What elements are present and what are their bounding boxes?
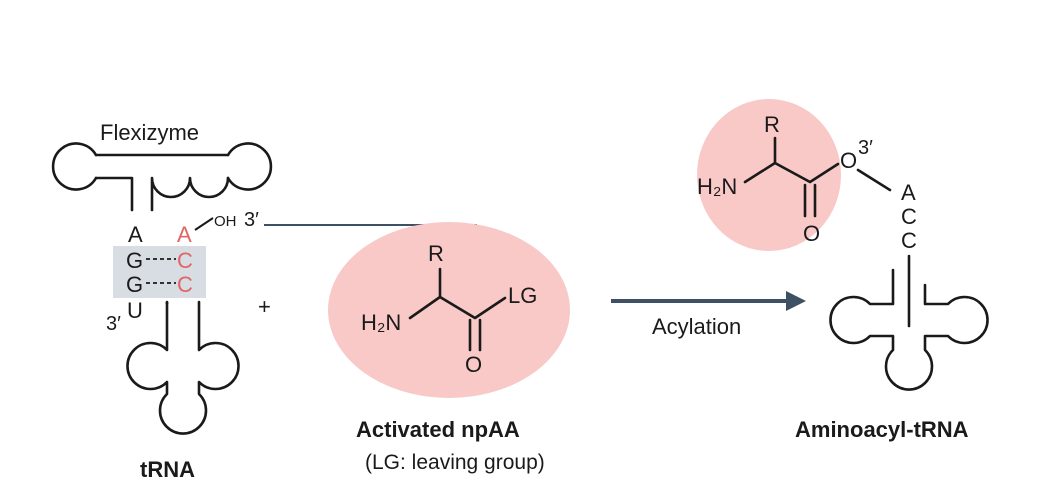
product-r-group: R bbox=[764, 112, 780, 137]
three-prime-bottom-label: 3′ bbox=[106, 313, 121, 335]
reaction-label: Acylation bbox=[652, 314, 741, 339]
hydroxyl-bond bbox=[194, 217, 214, 231]
trna-left: A G G U A C C OH 3′ 3′ tRNA bbox=[106, 209, 259, 482]
product-ester-to-a-bond bbox=[856, 168, 892, 192]
npaa-highlight-oval bbox=[328, 222, 570, 398]
npaa-r-group: R bbox=[428, 241, 444, 266]
flexizyme-structure: Flexizyme bbox=[51, 120, 273, 212]
npaa-leaving-group: LG bbox=[508, 283, 537, 308]
product-base-a: A bbox=[901, 180, 916, 205]
npaa-carbonyl-oxygen: O bbox=[465, 352, 482, 377]
flexizyme-label: Flexizyme bbox=[100, 120, 199, 145]
base-pair-box bbox=[113, 246, 206, 298]
three-prime-top-label: 3′ bbox=[244, 209, 259, 231]
trna-base-g1: G bbox=[126, 248, 143, 273]
flexizyme-loop-right bbox=[226, 142, 273, 191]
trna-base-a-right: A bbox=[177, 222, 192, 247]
trna-base-g2: G bbox=[126, 272, 143, 297]
trna-base-a-left: A bbox=[128, 222, 143, 247]
npaa-amine: H₂N bbox=[361, 310, 401, 335]
trna-base-c2: C bbox=[177, 272, 193, 297]
flexizyme-bottom-loops bbox=[150, 176, 230, 212]
aminoacyl-trna: R H₂N O 3′ O A C C Aminoacyl-tRNA bbox=[697, 99, 989, 442]
product-ester-oxygen: O bbox=[840, 148, 857, 173]
hydroxyl-label: OH bbox=[214, 213, 237, 230]
npaa-title: Activated npAA bbox=[356, 417, 520, 442]
trna-base-c1: C bbox=[177, 248, 193, 273]
flexizyme-loop-left bbox=[51, 142, 98, 191]
product-amine: H₂N bbox=[697, 174, 737, 199]
plus-sign: + bbox=[258, 294, 271, 319]
product-three-prime: 3′ bbox=[858, 137, 873, 159]
npaa-subtitle: (LG: leaving group) bbox=[365, 451, 545, 474]
product-base-c2: C bbox=[901, 228, 917, 253]
trna-base-u: U bbox=[127, 298, 143, 323]
product-backbone-bonds bbox=[743, 161, 840, 184]
product-carbonyl-oxygen: O bbox=[803, 221, 820, 246]
trna-left-stem-and-loops bbox=[126, 300, 240, 435]
flexizyme-stem-bottom bbox=[94, 176, 134, 212]
trna-label: tRNA bbox=[140, 457, 195, 482]
npaa-backbone-bonds bbox=[408, 295, 507, 320]
product-title: Aminoacyl-tRNA bbox=[795, 417, 969, 442]
product-base-c1: C bbox=[901, 204, 917, 229]
product-trna-stem-and-loops bbox=[829, 268, 989, 391]
activated-npaa: R H₂N LG O Activated npAA (LG: leaving g… bbox=[328, 222, 570, 474]
